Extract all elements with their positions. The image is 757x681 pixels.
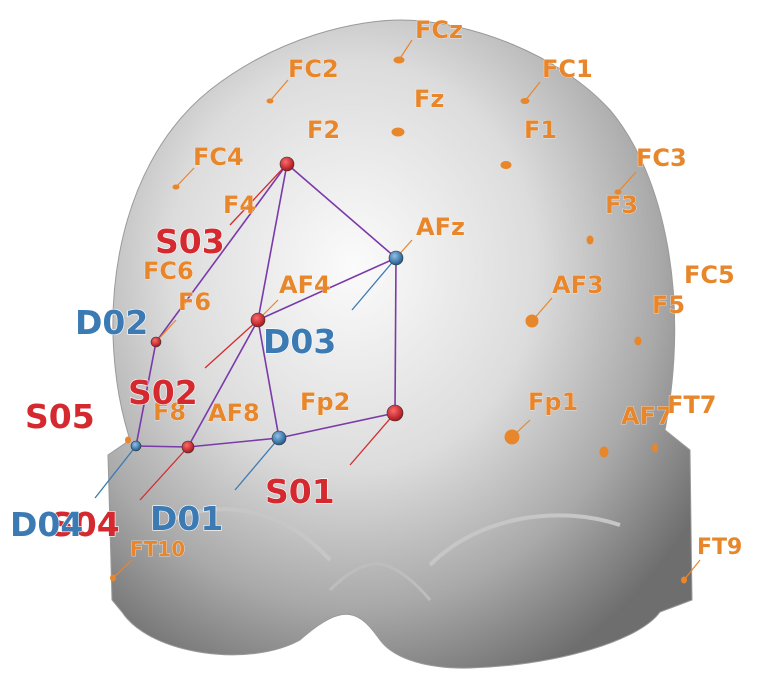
channel-s02-d04 — [187, 319, 259, 448]
electrode-label: AF3 — [552, 271, 604, 299]
electrode-label: F1 — [524, 116, 557, 144]
source-labels: S01 S02 S03 S04 S05 — [24, 221, 335, 544]
leader-d01 — [234, 437, 280, 491]
electrode-label: F6 — [178, 288, 211, 316]
electrode-labels: FCz FC2 FC1 Fz F2 F1 FC4 FC3 F4 F3 AFz F… — [130, 16, 743, 562]
source-label-s02: S02 — [128, 373, 198, 412]
electrode-label: FT7 — [667, 391, 716, 419]
head-shape — [107, 19, 693, 669]
electrode-label: FC6 — [143, 257, 194, 285]
channel-s03-d02 — [257, 163, 288, 321]
electrode-label: FC2 — [288, 55, 339, 83]
electrode-label: AF7 — [621, 402, 673, 430]
source-label-s01: S01 — [265, 472, 335, 511]
detector-dot-d04 — [130, 440, 142, 452]
leader-d03 — [351, 257, 397, 311]
channel-d01-s04 — [187, 437, 280, 448]
electrode-leader-ft9 — [683, 559, 701, 581]
electrode-leader-fc2 — [269, 79, 289, 102]
source-label-s04: S04 — [50, 505, 120, 544]
leader-s01 — [349, 412, 396, 466]
electrode-label: AF4 — [279, 271, 331, 299]
electrode-label: F3 — [605, 191, 638, 219]
source-label-s03: S03 — [155, 222, 225, 261]
electrode-marker-ft7 — [652, 443, 658, 453]
electrode-label: AFz — [416, 213, 465, 241]
detector-label-d01: D01 — [150, 499, 223, 538]
electrode-leader-fcz — [398, 39, 413, 61]
right-brow — [428, 513, 621, 567]
channel-afz-s01 — [394, 257, 397, 414]
detector-labels: D01 D02 D03 D04 — [9, 302, 337, 544]
electrode-leader-af3 — [531, 297, 553, 322]
electrode-label: FC5 — [684, 261, 735, 289]
electrode-marker-f1 — [500, 161, 512, 169]
electrode-leader-fc4 — [175, 167, 195, 188]
electrode-label: FT10 — [130, 537, 185, 561]
electrode-marker-fz — [391, 127, 405, 137]
detector-label-d04: D04 — [10, 505, 83, 544]
leader-s02 — [204, 319, 259, 369]
source-dot-s05 — [150, 336, 162, 348]
electrode-label: Fp1 — [528, 388, 578, 416]
electrode-label: Fz — [414, 85, 444, 113]
electrode-leader-fc1 — [524, 81, 541, 102]
source-dot-s02 — [250, 312, 266, 328]
electrode-leader-fc3 — [617, 171, 637, 193]
electrode-label: FCz — [415, 16, 463, 44]
detector-dot-d01 — [271, 430, 287, 446]
detector-dot-afz — [388, 250, 404, 266]
channel-afz-s02 — [257, 257, 397, 321]
leader-s04 — [139, 446, 189, 501]
electrode-label: FC1 — [542, 55, 593, 83]
electrode-leader-fp1 — [511, 419, 531, 438]
channel-s03-d03 — [155, 163, 288, 343]
electrode-leader-ft10 — [112, 559, 133, 579]
nose-bridge — [328, 562, 432, 601]
electrode-label: FC3 — [636, 144, 687, 172]
channel-s01-d01 — [278, 412, 396, 439]
electrode-label: F2 — [307, 116, 340, 144]
electrode-leaders — [112, 39, 701, 581]
optodes — [130, 156, 404, 454]
electrode-label: FC4 — [193, 143, 244, 171]
left-brow — [169, 507, 332, 562]
source-dot-s04 — [181, 440, 195, 454]
channel-s02-d02 — [286, 163, 397, 259]
electrode-marker-f3 — [586, 235, 594, 245]
leader-lines — [94, 163, 397, 501]
head-model — [107, 19, 693, 669]
leader-d04 — [94, 445, 137, 499]
detector-label-d02: D02 — [75, 303, 148, 342]
electrode-label: F5 — [652, 291, 685, 319]
channel-d02-d04 — [135, 341, 157, 447]
electrode-marker-f8 — [125, 436, 131, 444]
channels — [135, 163, 397, 448]
channel-s04-d04 — [135, 445, 189, 448]
electrode-label: F4 — [223, 191, 256, 219]
electrode-marker-f5 — [634, 336, 642, 346]
electrode-label: FT9 — [697, 535, 742, 560]
channel-s02-d01 — [257, 319, 280, 439]
source-label-s05: S05 — [25, 397, 95, 436]
source-dot-s03 — [279, 156, 295, 172]
source-dot-s01 — [386, 404, 404, 422]
leader-s03 — [229, 163, 288, 226]
electrode-marker-af7 — [599, 446, 609, 458]
detector-label-d03: D03 — [263, 322, 336, 361]
electrode-label: AF8 — [208, 399, 260, 427]
electrode-label: F8 — [153, 398, 186, 426]
electrode-label: Fp2 — [300, 388, 350, 416]
